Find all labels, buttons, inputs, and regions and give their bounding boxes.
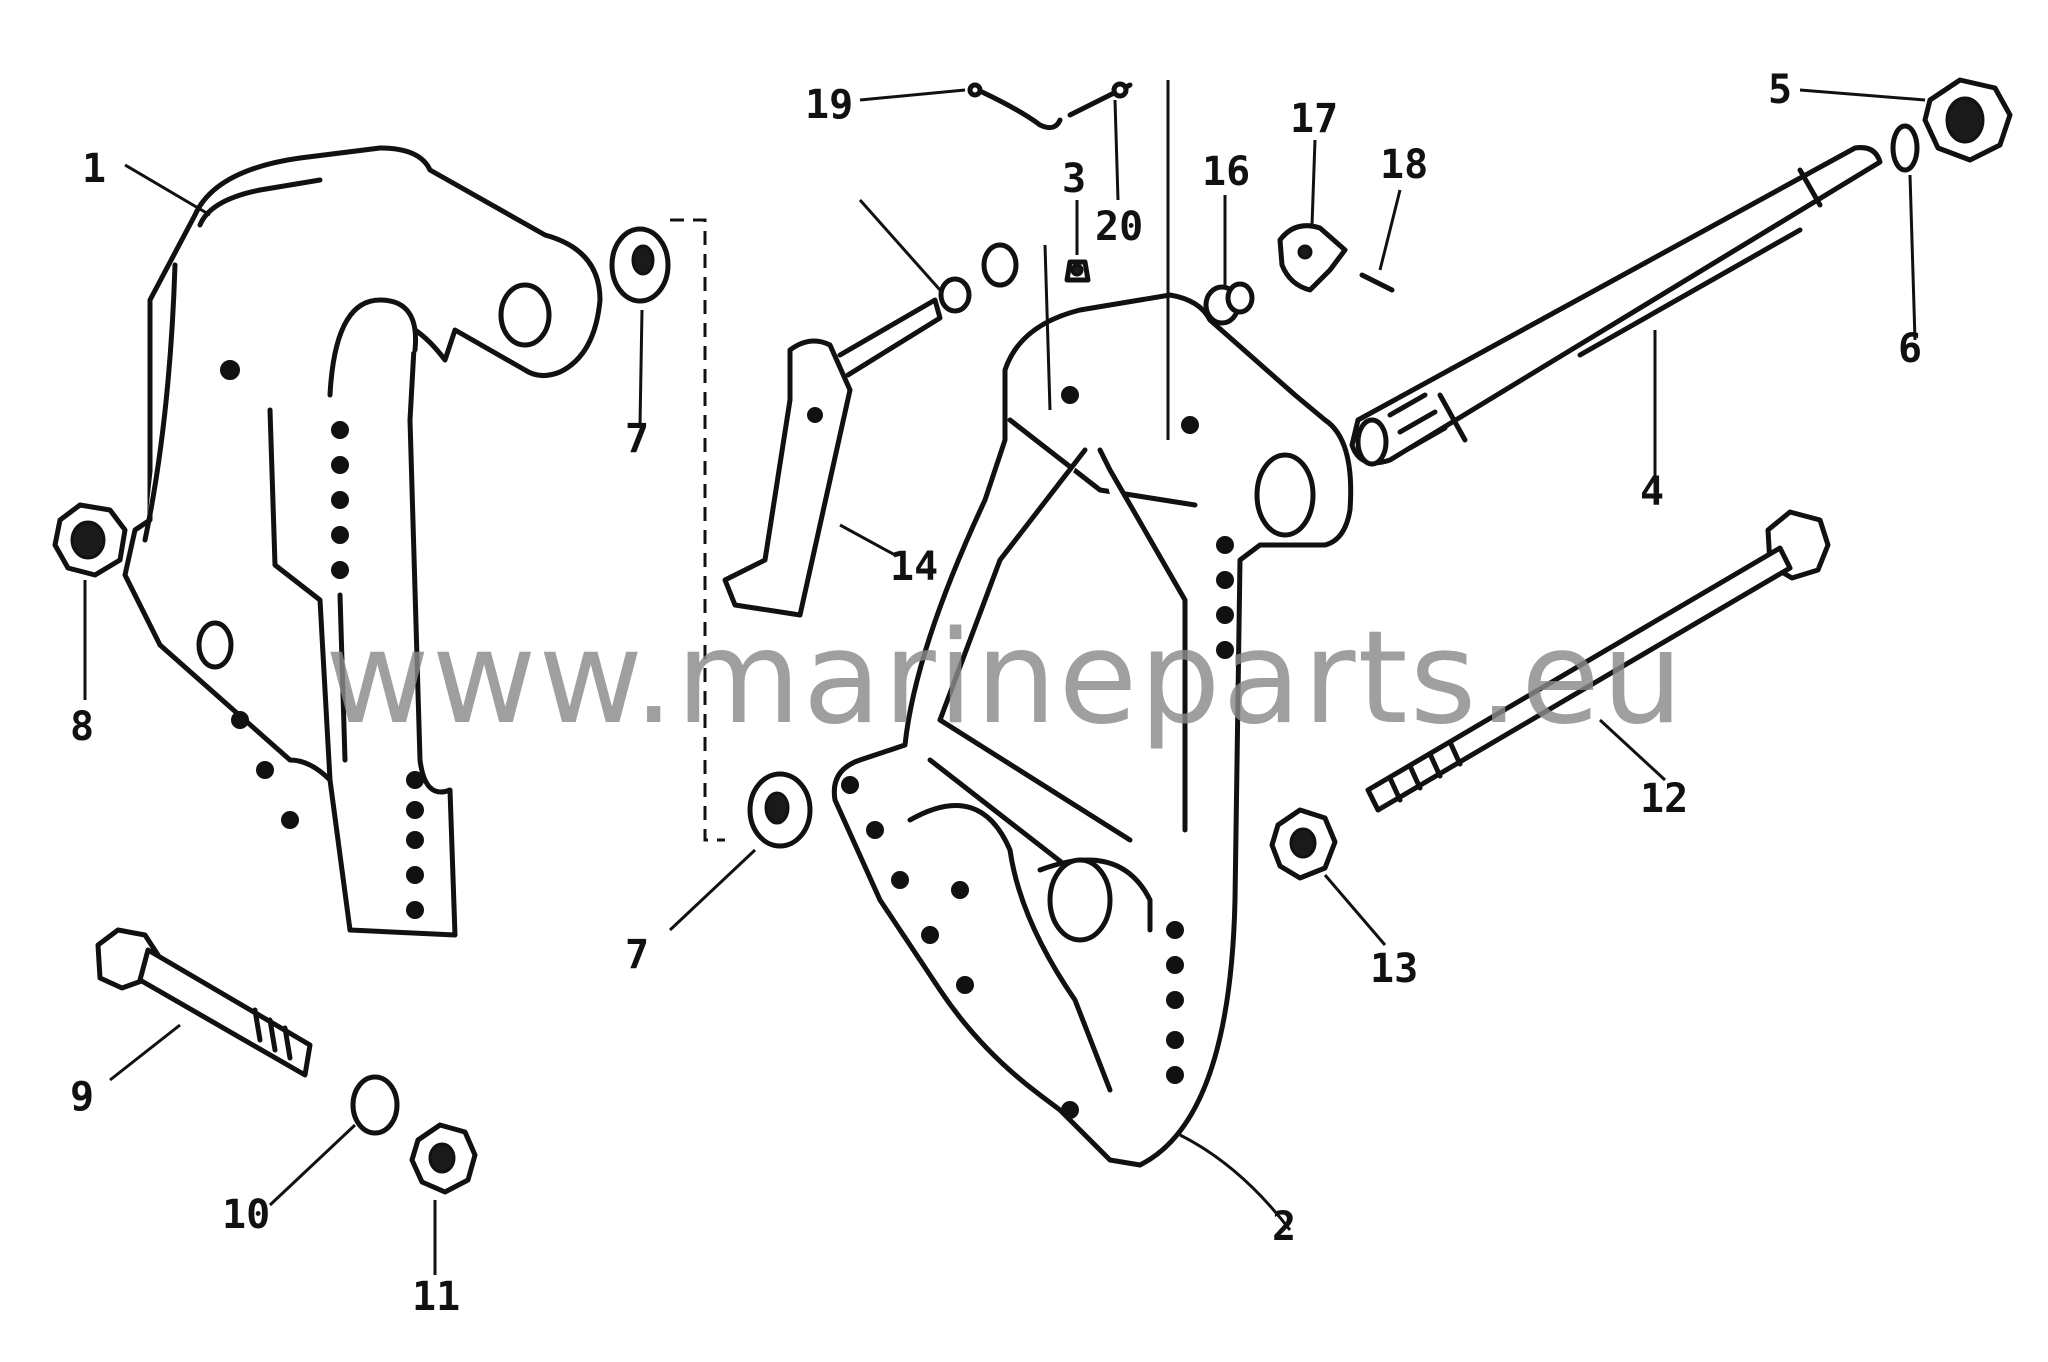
part-13-nut <box>1269 807 1338 881</box>
callout-18: 18 <box>1380 142 1428 188</box>
part-11-nut <box>409 1122 478 1195</box>
part-8-nut <box>52 502 128 578</box>
part-16-bushing <box>1203 281 1255 326</box>
part-12-long-bolt <box>1365 509 1831 813</box>
callout-7-upper: 7 <box>625 416 649 462</box>
leader-lines <box>83 80 1926 1275</box>
callout-6: 6 <box>1898 326 1922 372</box>
callout-labels: 1 2 3 4 5 6 7 7 8 9 10 11 12 13 14 16 17… <box>70 67 1922 1320</box>
part-6-washer <box>1890 123 1920 173</box>
callout-9: 9 <box>70 1074 94 1120</box>
callout-19: 19 <box>805 82 853 128</box>
part-7-washer-upper <box>609 226 671 304</box>
callout-10: 10 <box>222 1192 270 1238</box>
callout-16: 16 <box>1202 149 1250 195</box>
part-19-cotter-pin <box>967 82 1063 131</box>
callout-20: 20 <box>1095 204 1143 250</box>
alignment-dash-line <box>670 218 725 842</box>
part-14-pin-nut <box>938 242 1019 314</box>
part-3-grease-fitting <box>1064 259 1091 283</box>
callout-1: 1 <box>82 146 106 192</box>
part-1-clamp-bracket <box>122 145 603 938</box>
part-5-nut <box>1922 77 2013 163</box>
callout-17: 17 <box>1290 96 1338 142</box>
part-10-washer <box>350 1074 400 1136</box>
watermark-text: www.marineparts.eu <box>325 604 1685 753</box>
callout-3: 3 <box>1062 156 1086 202</box>
callout-4: 4 <box>1640 469 1664 515</box>
part-20-clevis-pin <box>1067 81 1133 118</box>
part-18-pin <box>1359 272 1395 293</box>
callout-11: 11 <box>412 1274 460 1320</box>
callout-7-lower: 7 <box>625 932 649 978</box>
part-4-tilt-tube <box>1349 145 1883 467</box>
callout-2: 2 <box>1272 1204 1296 1250</box>
part-9-bolt <box>95 927 313 1078</box>
part-7-washer-lower <box>747 771 813 849</box>
part-17-lock-bracket <box>1277 223 1348 293</box>
callout-13: 13 <box>1370 946 1418 992</box>
callout-8: 8 <box>70 704 94 750</box>
part-2-clamp-bracket <box>831 292 1354 1168</box>
callout-12: 12 <box>1640 776 1688 822</box>
part-14-tilt-lever <box>722 297 943 618</box>
callout-14: 14 <box>890 544 938 590</box>
callout-5: 5 <box>1768 67 1792 113</box>
